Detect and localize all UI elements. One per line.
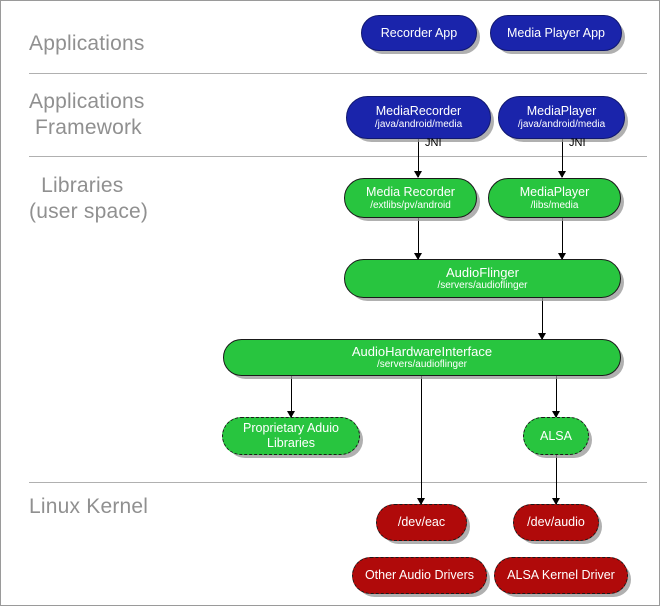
connector-mediaplayer-to-mediaplayer-lib xyxy=(562,139,564,177)
arrowhead-audioflinger-right xyxy=(558,253,566,260)
arrowhead-audiohardwareinterface xyxy=(538,333,546,340)
node-proprietary-audio-libraries-subtitle: Libraries xyxy=(267,436,315,450)
node-media-player-app[interactable]: Media Player App xyxy=(490,15,622,51)
node-other-audio-drivers-title: Other Audio Drivers xyxy=(364,568,475,582)
node-recorder-app[interactable]: Recorder App xyxy=(361,15,477,51)
node-dev-eac-title: /dev/eac xyxy=(397,515,446,529)
connector-mediaplayer-lib-to-audioflinger xyxy=(562,218,564,259)
node-mediaplayer-library-title: MediaPlayer xyxy=(519,184,590,199)
connector-alsa-to-dev-audio xyxy=(556,455,558,504)
node-alsa-title: ALSA xyxy=(540,428,572,443)
node-audioflinger-title: AudioFlinger xyxy=(446,265,519,280)
arrowhead-mediaplayer-lib xyxy=(558,171,566,178)
node-other-audio-drivers[interactable]: Other Audio Drivers xyxy=(352,557,487,594)
node-media-recorder-library-title: Media Recorder xyxy=(366,184,455,199)
arrowhead-dev-audio xyxy=(552,498,560,505)
node-dev-audio[interactable]: /dev/audio xyxy=(513,504,599,541)
divider-applications xyxy=(29,73,647,74)
node-alsa-kernel-driver-title: ALSA Kernel Driver xyxy=(507,568,615,582)
node-audioflinger[interactable]: AudioFlinger /servers/audioflinger xyxy=(344,259,621,298)
node-proprietary-audio-libraries-title: Proprietary Aduio xyxy=(243,421,339,435)
node-mediaplayer-library-path: /libs/media xyxy=(530,199,579,211)
arrowhead-dev-eac xyxy=(417,498,425,505)
arrowhead-media-recorder-lib xyxy=(414,171,422,178)
node-media-recorder-library[interactable]: Media Recorder /extlibs/pv/android xyxy=(344,178,477,218)
layer-label-libraries: Libraries (user space) xyxy=(29,174,149,223)
edge-label-jni-player: JNI xyxy=(569,137,586,149)
arrowhead-proprietary-audio-libraries xyxy=(287,411,295,418)
node-mediarecorder-framework[interactable]: MediaRecorder /java/android/media xyxy=(346,96,491,139)
node-audiohardwareinterface[interactable]: AudioHardwareInterface /servers/audiofli… xyxy=(223,339,621,376)
divider-linux-kernel xyxy=(29,482,647,483)
node-audiohardwareinterface-title: AudioHardwareInterface xyxy=(351,344,493,359)
node-audiohardwareinterface-path: /servers/audioflinger xyxy=(376,359,468,370)
node-recorder-app-title: Recorder App xyxy=(380,25,458,40)
divider-applications-framework xyxy=(29,156,647,157)
layer-label-applications-framework: Applications Framework xyxy=(29,90,145,139)
node-mediaplayer-framework[interactable]: MediaPlayer /java/android/media xyxy=(498,96,625,139)
node-media-player-app-title: Media Player App xyxy=(507,25,605,40)
node-audioflinger-path: /servers/audioflinger xyxy=(437,280,528,291)
connector-audiohardwareinterface-to-proprietary-libraries xyxy=(291,376,293,417)
layer-label-applications: Applications xyxy=(29,32,145,55)
node-dev-eac[interactable]: /dev/eac xyxy=(376,504,467,541)
node-proprietary-audio-libraries[interactable]: Proprietary Aduio Libraries xyxy=(222,417,360,455)
node-alsa-kernel-driver[interactable]: ALSA Kernel Driver xyxy=(494,557,628,594)
layer-label-linux-kernel: Linux Kernel xyxy=(29,495,149,518)
node-mediarecorder-framework-title: MediaRecorder xyxy=(375,104,462,118)
arrowhead-audioflinger-left xyxy=(414,253,422,260)
node-mediaplayer-library[interactable]: MediaPlayer /libs/media xyxy=(488,178,621,218)
node-alsa[interactable]: ALSA xyxy=(523,417,589,455)
edge-label-jni-recorder: JNI xyxy=(425,137,442,149)
node-media-recorder-library-path: /extlibs/pv/android xyxy=(370,199,451,211)
arrowhead-alsa xyxy=(552,411,560,418)
connector-audiohardwareinterface-to-dev-eac xyxy=(421,376,423,504)
connector-media-recorder-lib-to-audioflinger xyxy=(418,218,420,259)
node-mediaplayer-framework-title: MediaPlayer xyxy=(526,104,597,118)
connector-audiohardwareinterface-to-alsa xyxy=(556,376,558,417)
connector-mediarecorder-to-media-recorder-lib xyxy=(418,139,420,177)
node-mediarecorder-framework-path: /java/android/media xyxy=(374,119,463,130)
node-mediaplayer-framework-path: /java/android/media xyxy=(517,119,606,130)
node-dev-audio-title: /dev/audio xyxy=(527,515,585,529)
connector-audioflinger-to-audiohardwareinterface xyxy=(542,298,544,339)
